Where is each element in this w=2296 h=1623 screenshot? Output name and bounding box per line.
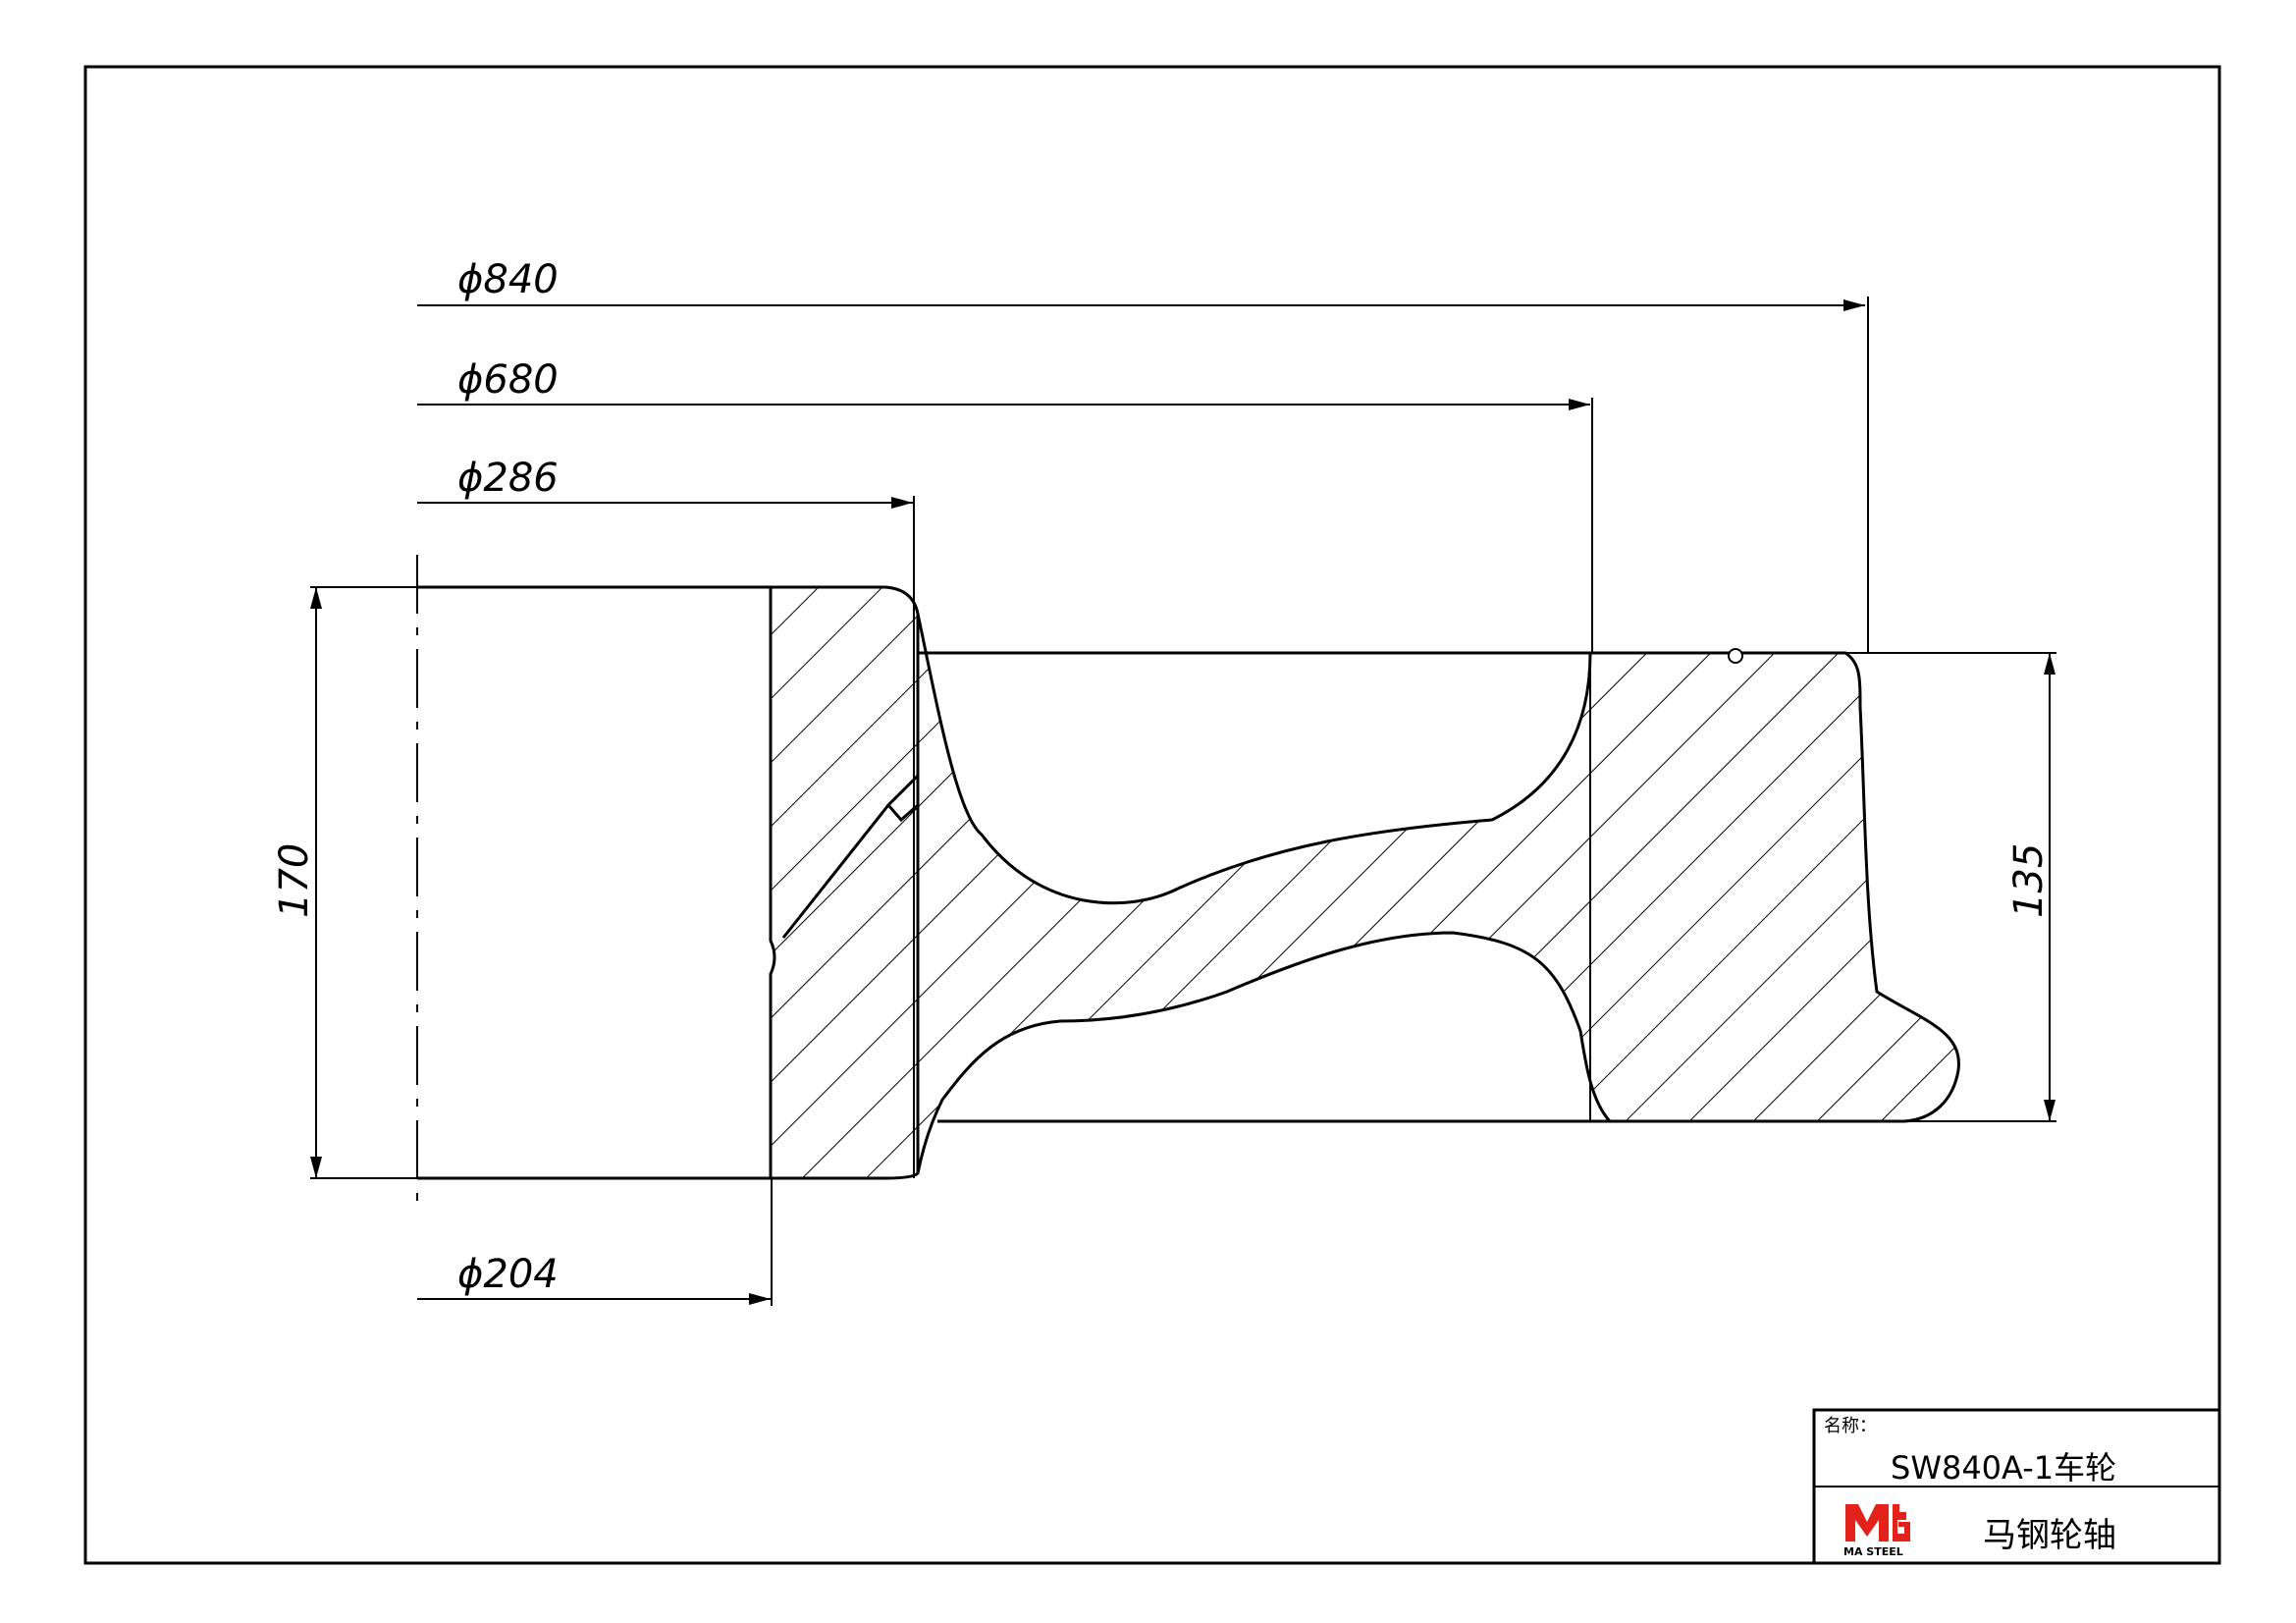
dim-label-680: ϕ680 xyxy=(457,357,559,403)
title-block xyxy=(1812,1408,2221,1565)
wheel-body-section xyxy=(916,613,1960,1174)
dim-label-204: ϕ204 xyxy=(457,1252,559,1297)
dimension-135 xyxy=(1845,652,2056,1122)
company-name: 马钢轮轴 xyxy=(1983,1516,2116,1555)
oil-hole xyxy=(781,774,920,939)
dim-label-170: 170 xyxy=(272,843,317,918)
part-name: SW840A-1车轮 xyxy=(1891,1449,2117,1487)
hub-section xyxy=(769,585,920,1180)
rim-groove xyxy=(1728,648,1743,664)
dimension-680 xyxy=(417,398,1593,653)
dimension-840 xyxy=(417,297,1869,653)
drawing-frame xyxy=(83,65,2221,1565)
dim-label-840: ϕ840 xyxy=(457,257,559,302)
dim-label-286: ϕ286 xyxy=(457,456,559,501)
dimension-286 xyxy=(417,496,915,1178)
name-label: 名称： xyxy=(1824,1416,1877,1436)
logo-text: MA STEEL xyxy=(1843,1545,1903,1558)
ma-steel-logo: MA STEEL xyxy=(1843,1504,1910,1558)
dim-label-135: 135 xyxy=(2006,843,2052,918)
dimension-204 xyxy=(417,1178,773,1306)
dimension-170 xyxy=(310,586,417,1179)
